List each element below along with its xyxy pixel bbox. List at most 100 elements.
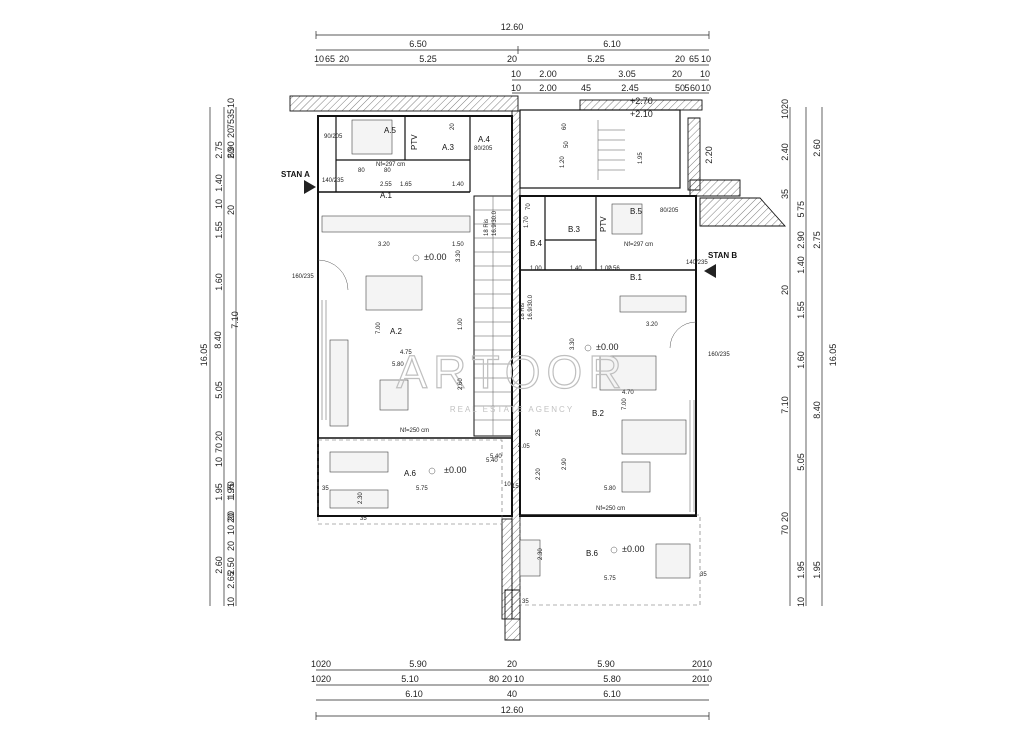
svg-text:3.05: 3.05 bbox=[618, 69, 636, 79]
svg-text:1.55: 1.55 bbox=[796, 301, 806, 319]
svg-text:1.70: 1.70 bbox=[226, 481, 236, 499]
dim-top-total: 12.60 bbox=[501, 22, 524, 32]
room-label-b2: B.2 bbox=[592, 409, 605, 418]
svg-text:1.40: 1.40 bbox=[796, 256, 806, 274]
entrance-arrow-icon bbox=[704, 264, 716, 278]
inner-dim-label: 10 bbox=[504, 482, 511, 488]
svg-text:75: 75 bbox=[796, 201, 806, 211]
svg-text:2.75: 2.75 bbox=[812, 231, 822, 249]
stair-labels: 18 Ris 16.9/30.0 18 Ris 16.9/30.0 bbox=[484, 210, 534, 320]
dim-top-right-half: 6.10 bbox=[603, 39, 621, 49]
svg-text:10: 10 bbox=[311, 674, 321, 684]
svg-text:10: 10 bbox=[796, 597, 806, 607]
svg-text:10: 10 bbox=[511, 83, 521, 93]
dim-bottom-row2: 10 20 5.10 80 20 10 5.80 20 10 bbox=[311, 674, 712, 684]
inner-dim-label: 60 bbox=[562, 123, 568, 130]
svg-text:5: 5 bbox=[684, 83, 689, 93]
level-mark-6: ±0.00 bbox=[622, 544, 644, 554]
svg-text:16.9/30.0: 16.9/30.0 bbox=[528, 294, 534, 320]
room-label-a1: A.1 bbox=[380, 191, 393, 200]
svg-text:20: 20 bbox=[692, 674, 702, 684]
inner-dim-label: 1.50 bbox=[452, 242, 464, 248]
level-mark-1: +2.70 bbox=[630, 96, 653, 106]
svg-text:20: 20 bbox=[226, 128, 236, 138]
svg-text:1.55: 1.55 bbox=[214, 221, 224, 239]
inner-dim-label: 1.00 bbox=[458, 318, 464, 330]
inner-dim-label: 3.20 bbox=[646, 322, 658, 328]
room-label-a3: A.3 bbox=[442, 143, 455, 152]
inner-dim-label: 1.40 bbox=[570, 266, 582, 272]
svg-text:10: 10 bbox=[780, 109, 790, 119]
svg-text:35: 35 bbox=[226, 109, 236, 119]
svg-text:8.40: 8.40 bbox=[213, 331, 223, 349]
dim-left-total: 16.05 bbox=[199, 344, 209, 367]
svg-text:Nf=250 cm: Nf=250 cm bbox=[596, 506, 625, 512]
svg-text:140/235: 140/235 bbox=[322, 178, 344, 184]
svg-text:2.90: 2.90 bbox=[796, 231, 806, 249]
svg-text:80/205: 80/205 bbox=[660, 208, 679, 214]
svg-text:10: 10 bbox=[701, 54, 711, 64]
watermark-logo: ARTOOR bbox=[396, 346, 627, 398]
svg-text:20: 20 bbox=[692, 659, 702, 669]
dim-right-col3: 20 10 2.40 35 75 5 20 2.90 7.10 70 20 1.… bbox=[780, 99, 806, 579]
svg-text:20: 20 bbox=[226, 205, 236, 215]
svg-text:35: 35 bbox=[780, 189, 790, 199]
svg-text:20: 20 bbox=[507, 54, 517, 64]
level-mark-4: ±0.00 bbox=[596, 342, 618, 352]
svg-text:60: 60 bbox=[226, 148, 236, 158]
svg-text:80/205: 80/205 bbox=[474, 146, 493, 152]
inner-dim-label: 3.30 bbox=[570, 338, 576, 350]
level-mark-3: ±0.00 bbox=[424, 252, 446, 262]
dim-left-col4: 35 75 20 10 60 2.90 20 7.10 1.70 20 2.50… bbox=[226, 98, 240, 607]
inner-dim-label: 2.20 bbox=[536, 468, 542, 480]
room-label-a4: A.4 bbox=[478, 135, 491, 144]
inner-dim-label: 5.80 bbox=[392, 362, 404, 368]
svg-text:10: 10 bbox=[700, 69, 710, 79]
svg-text:10: 10 bbox=[226, 98, 236, 108]
inner-dim-label: 35 bbox=[360, 516, 367, 522]
stan-a-label: STAN A bbox=[281, 170, 310, 179]
window-labels: Nf=250 cm Nf=250 cm Nf=297 cm Nf=297 cm bbox=[376, 162, 653, 512]
svg-text:Nf=297 cm: Nf=297 cm bbox=[624, 242, 653, 248]
svg-text:2.00: 2.00 bbox=[539, 83, 557, 93]
dim-top-row3: 10 65 20 5.25 20 5.25 20 65 10 bbox=[314, 54, 711, 64]
inner-dim-label: 1.20 bbox=[560, 156, 566, 168]
inner-dim-label: 3.20 bbox=[378, 242, 390, 248]
svg-text:2.20: 2.20 bbox=[704, 146, 714, 164]
dim-right-total: 16.05 bbox=[828, 344, 838, 367]
room-label-b4: B.4 bbox=[530, 239, 543, 248]
watermark-subtitle: REAL ESTATE AGENCY bbox=[450, 405, 574, 414]
svg-text:60: 60 bbox=[690, 83, 700, 93]
svg-text:20: 20 bbox=[226, 513, 236, 523]
svg-text:10: 10 bbox=[701, 83, 711, 93]
inner-dim-label: 1.40 bbox=[452, 182, 464, 188]
svg-text:70: 70 bbox=[780, 525, 790, 535]
svg-text:5.05: 5.05 bbox=[214, 381, 224, 399]
dim-left-col3: 2.75 1.40 10 1.55 1.60 5.05 70 20 10 1.9… bbox=[214, 141, 224, 574]
stan-a-marker: STAN A bbox=[281, 170, 316, 194]
svg-text:20: 20 bbox=[780, 99, 790, 109]
inner-dim-label: 2.30 bbox=[358, 492, 364, 504]
room-label-b3: B.3 bbox=[568, 225, 581, 234]
inner-dim-label: 2.90 bbox=[562, 458, 568, 470]
ptv-label-a: PTV bbox=[410, 134, 419, 150]
room-labels: A.5 A.3 A.4 A.1 A.2 A.6 B.5 B.3 B.4 B.1 … bbox=[380, 126, 643, 558]
svg-text:2.90: 2.90 bbox=[226, 141, 236, 159]
svg-text:70: 70 bbox=[214, 443, 224, 453]
inner-dim-label: 1.65 bbox=[400, 182, 412, 188]
furniture bbox=[321, 119, 691, 579]
room-label-b1: B.1 bbox=[630, 273, 643, 282]
svg-text:20: 20 bbox=[675, 54, 685, 64]
svg-text:20: 20 bbox=[226, 541, 236, 551]
entrance-arrow-icon bbox=[304, 180, 316, 194]
svg-text:140/235: 140/235 bbox=[686, 260, 708, 266]
inner-dim-label: 7.00 bbox=[376, 322, 382, 334]
dim-right-col4: 2.20 1.40 1.55 1.60 5.05 10 bbox=[704, 146, 806, 607]
inner-dim-label: 2.60 bbox=[458, 378, 464, 390]
svg-text:10: 10 bbox=[226, 525, 236, 535]
inner-dim-label: 1.70 bbox=[524, 216, 530, 228]
svg-text:16.9/30.0: 16.9/30.0 bbox=[492, 210, 498, 236]
stan-b-marker: STAN B bbox=[704, 251, 737, 278]
svg-text:Nf=297 cm: Nf=297 cm bbox=[376, 162, 405, 168]
